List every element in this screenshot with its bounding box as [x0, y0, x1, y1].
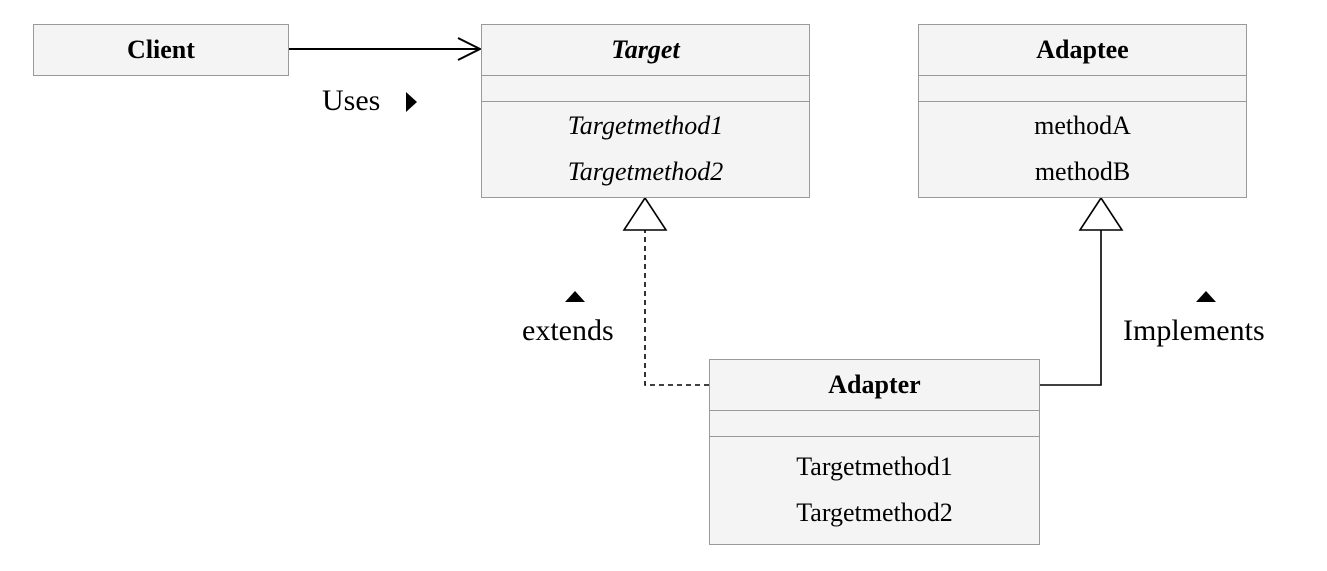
- class-adapter-attributes: [710, 411, 1039, 437]
- class-adaptee-attributes: [919, 76, 1246, 102]
- adaptee-method-a: methodA: [1034, 111, 1131, 140]
- class-adapter[interactable]: Adapter Targetmethod1 Targetmethod2: [709, 359, 1040, 545]
- class-client[interactable]: Client: [33, 24, 289, 76]
- class-target-name: Target: [482, 25, 809, 76]
- implements-connector: [1040, 196, 1124, 386]
- uses-association: [289, 37, 483, 61]
- class-adaptee-name: Adaptee: [919, 25, 1246, 76]
- uses-direction-marker: [406, 92, 417, 112]
- implements-label: Implements: [1123, 314, 1265, 347]
- target-method-1: Targetmethod1: [567, 111, 724, 140]
- class-adapter-name: Adapter: [710, 360, 1039, 411]
- class-target-attributes: [482, 76, 809, 102]
- extends-label: extends: [522, 314, 614, 347]
- adaptee-method-b: methodB: [1034, 157, 1131, 186]
- extends-arrowhead: [622, 196, 668, 231]
- class-adapter-methods: Targetmethod1 Targetmethod2: [710, 437, 1039, 543]
- class-target[interactable]: Target Targetmethod1 Targetmethod2: [481, 24, 810, 198]
- target-method-2: Targetmethod2: [567, 157, 724, 186]
- implements-direction-marker: [1196, 291, 1216, 302]
- uses-label: Uses: [322, 84, 381, 117]
- class-adaptee[interactable]: Adaptee methodA methodB: [918, 24, 1247, 198]
- adapter-method-2: Targetmethod2: [796, 498, 953, 527]
- adapter-method-1: Targetmethod1: [796, 452, 953, 481]
- implements-arrowhead: [1078, 196, 1124, 231]
- class-client-name: Client: [127, 35, 195, 64]
- extends-direction-marker: [565, 291, 585, 302]
- extends-connector: [622, 196, 709, 386]
- class-target-methods: Targetmethod1 Targetmethod2: [482, 102, 809, 196]
- class-adaptee-methods: methodA methodB: [919, 102, 1246, 196]
